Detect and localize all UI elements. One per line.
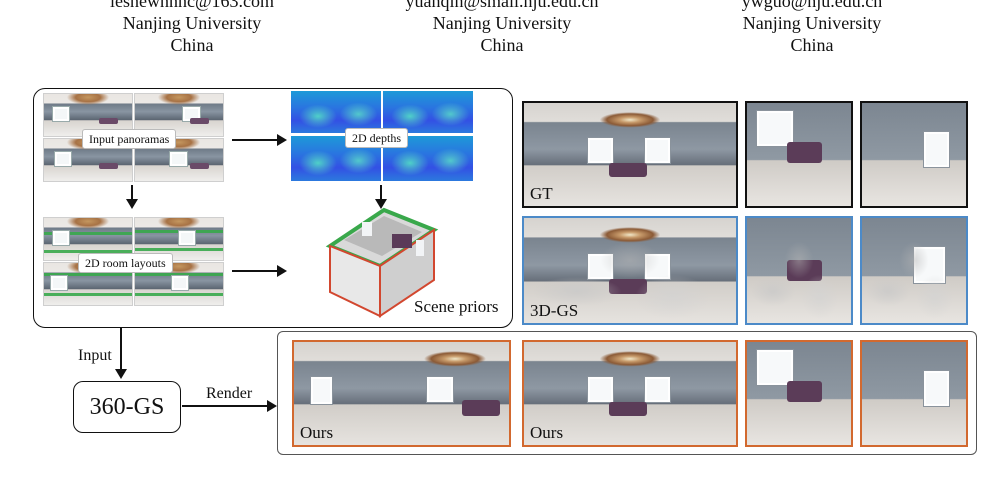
baseline-crop-2 — [860, 216, 968, 325]
author-email: ywguo@nju.edu.cn — [741, 0, 883, 11]
room-layouts-label: 2D room layouts — [78, 253, 173, 273]
author-email: yuanqin@smail.nju.edu.cn — [405, 0, 599, 11]
ours-label-2: Ours — [530, 423, 564, 442]
scene-prior-illustration — [325, 207, 439, 318]
depth-tile — [291, 91, 381, 133]
depths-label: 2D depths — [345, 128, 408, 148]
scene-priors-label: Scene priors — [414, 297, 499, 316]
gt-crop-2 — [860, 101, 968, 208]
ours-panorama-1: Ours — [292, 340, 511, 447]
depth-tile — [383, 91, 473, 133]
arrow-to-depths — [232, 134, 287, 146]
author-affiliation: Nanjing University — [122, 13, 262, 33]
render-label: Render — [206, 385, 253, 402]
render-arrow — [182, 400, 277, 412]
input-arrow — [115, 328, 127, 379]
arrow-to-priors — [375, 185, 387, 209]
author-affiliation: Nanjing University — [742, 13, 882, 33]
ours-crop-2 — [860, 340, 968, 447]
arrow-to-layouts — [126, 185, 138, 209]
ours-panorama-2: Ours — [522, 340, 738, 447]
gt-crop-1 — [745, 101, 853, 208]
baseline-crop-1 — [745, 216, 853, 325]
author-country: China — [790, 35, 834, 55]
arrow-to-scene-priors — [232, 265, 287, 277]
author-email: lesnewnnnc@163.com — [109, 0, 275, 11]
ours-label-1: Ours — [300, 423, 334, 442]
author-affiliation: Nanjing University — [432, 13, 572, 33]
input-label: Input — [78, 347, 112, 364]
layout-thumbnail — [134, 262, 224, 306]
author-country: China — [170, 35, 214, 55]
input-panoramas-label: Input panoramas — [82, 129, 177, 149]
author-country: China — [480, 35, 524, 55]
author-3: ywguo@nju.edu.cn Nanjing University Chin… — [692, 0, 932, 56]
baseline-panorama: 3D-GS — [522, 216, 738, 325]
gt-label: GT — [530, 184, 553, 203]
gt-panorama: GT — [522, 101, 738, 208]
author-1: lesnewnnnc@163.com Nanjing University Ch… — [72, 0, 312, 56]
baseline-label: 3D-GS — [530, 301, 579, 320]
ours-crop-1 — [745, 340, 853, 447]
method-box: 360-GS — [73, 381, 181, 433]
author-2: yuanqin@smail.nju.edu.cn Nanjing Univers… — [382, 0, 622, 56]
